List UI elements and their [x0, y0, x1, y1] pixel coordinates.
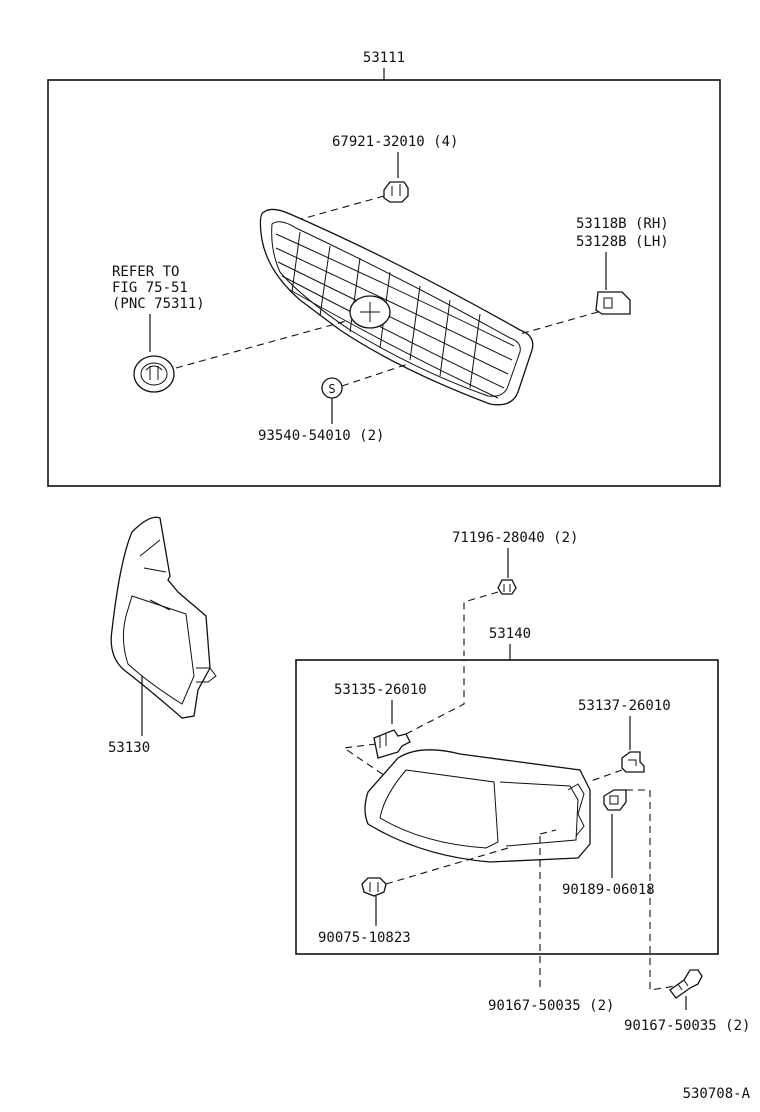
label-53111: 53111 — [363, 50, 405, 66]
label-53140: 53140 — [489, 626, 531, 642]
refer-line-2: FIG 75-51 — [112, 280, 188, 296]
bracket-icon — [595, 291, 631, 315]
headlamp-rim-rh — [364, 749, 591, 863]
headlamp-rim-lh — [110, 516, 217, 719]
grille-assembly-box — [47, 79, 721, 487]
screw-s-icon: S — [321, 377, 343, 399]
label-nut-clip: 90189-06018 — [562, 882, 655, 898]
refer-line-3: (PNC 75311) — [112, 296, 205, 312]
bracket-clip-icon — [621, 751, 645, 773]
grille-emblem — [349, 295, 391, 329]
bolt-icon — [373, 729, 411, 759]
label-bracket-lh: 53128B (LH) — [576, 234, 669, 250]
grommet-icon — [497, 579, 517, 595]
label-screw-s: 93540-54010 (2) — [258, 428, 384, 444]
label-bracket-rh: 53118B (RH) — [576, 216, 669, 232]
bolt-bottom-icon — [669, 969, 703, 999]
label-bracket-right: 53137-26010 — [578, 698, 671, 714]
label-bolt-bottom-left: 90167-50035 (2) — [488, 998, 614, 1014]
refer-line-1: REFER TO — [112, 264, 179, 280]
headlamp-rim-assembly-box — [295, 659, 719, 955]
push-clip-icon — [361, 877, 387, 897]
screw-s-symbol: S — [328, 382, 335, 396]
radiator-grille — [259, 208, 534, 406]
emblem-icon — [133, 355, 175, 393]
label-clip-top: 67921-32010 (4) — [332, 134, 458, 150]
nut-clip-icon — [603, 789, 627, 811]
drawing-code: 530708-A — [683, 1086, 751, 1102]
label-grommet: 71196-28040 (2) — [452, 530, 578, 546]
label-push-clip: 90075-10823 — [318, 930, 411, 946]
label-bolt-bottom-right: 90167-50035 (2) — [624, 1018, 750, 1034]
grille-slats — [275, 233, 515, 399]
label-bolt-left: 53135-26010 — [334, 682, 427, 698]
clip-icon — [383, 181, 409, 203]
label-53130: 53130 — [108, 740, 150, 756]
